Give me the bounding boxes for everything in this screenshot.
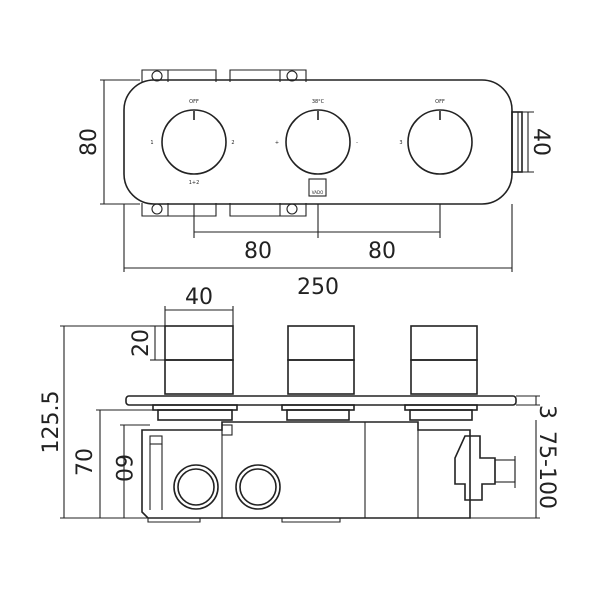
dial-3-top-label: OFF xyxy=(435,99,445,105)
dim-body-70: 70 xyxy=(73,448,98,476)
dim-height-80: 80 xyxy=(77,128,102,156)
dim-overall-125-5: 125.5 xyxy=(39,391,64,454)
logo-text: VADO xyxy=(312,190,323,195)
bracket-top-right xyxy=(229,69,307,82)
dial-1-left-label: 1 xyxy=(150,140,153,146)
dim-spacing-right-80: 80 xyxy=(368,239,396,264)
logo-badge xyxy=(308,178,327,197)
port-left xyxy=(173,464,219,510)
dial-2 xyxy=(285,109,351,175)
dial-1-right-label: 2 xyxy=(231,140,234,146)
dial-2-right-label: - xyxy=(356,140,358,146)
dial-1-bottom-label: 1+2 xyxy=(189,180,200,186)
top-view: OFF 1 2 1+2 38°C + - OFF 3 VADO 80 40 80… xyxy=(77,69,553,300)
port-right xyxy=(235,464,281,510)
dim-handle-height-20: 20 xyxy=(129,329,154,357)
faceplate-side xyxy=(125,395,517,406)
handle-2 xyxy=(287,325,355,361)
dim-body-60: 60 xyxy=(110,454,135,482)
dial-2-left-label: + xyxy=(275,140,279,146)
handle-3 xyxy=(410,325,478,361)
dim-depth-40: 40 xyxy=(528,128,553,156)
plate-side-profile xyxy=(511,111,523,173)
dim-spacing-left-80: 80 xyxy=(244,239,272,264)
dial-3 xyxy=(407,109,473,175)
bracket-bottom-right xyxy=(229,203,307,217)
dial-1 xyxy=(161,109,227,175)
dim-plate-3: 3 xyxy=(534,405,559,419)
dial-1-top-label: OFF xyxy=(189,99,199,105)
dim-wall-75-100: 75-100 xyxy=(534,431,559,509)
dim-width-250: 250 xyxy=(297,275,339,300)
dial-3-left-label: 3 xyxy=(399,140,402,146)
bracket-bottom-left xyxy=(141,203,217,217)
outlet-elbow xyxy=(454,435,496,501)
dial-2-top-label: 38°C xyxy=(312,99,325,105)
handle-1 xyxy=(164,325,234,361)
bracket-top-left xyxy=(141,69,217,82)
side-view: 40 20 125.5 70 60 3 75-100 xyxy=(39,285,559,523)
dim-handle-width-40: 40 xyxy=(185,285,213,310)
